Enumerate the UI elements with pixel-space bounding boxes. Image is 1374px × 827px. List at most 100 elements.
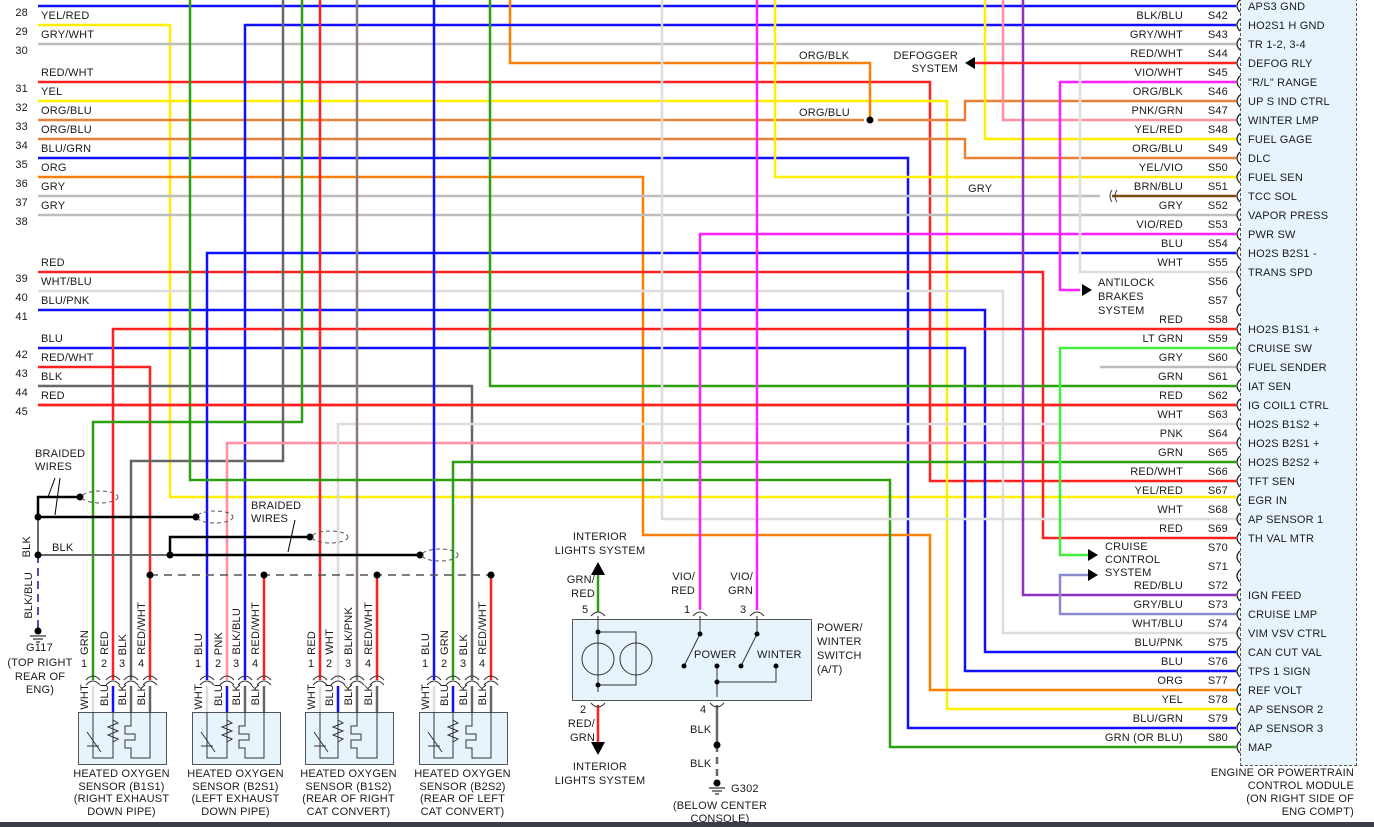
sensor-pin-connector-icon: [426, 675, 442, 686]
row-wire-label: BLK: [41, 371, 63, 383]
bulb-icon: [581, 642, 615, 676]
sensor-element-icon: [200, 731, 216, 753]
pcm-pin-connector-icon: [1236, 265, 1241, 279]
pcm-pin-number: S50: [1207, 162, 1228, 174]
pcm-pin-connector-icon: [1236, 322, 1241, 336]
pcm-pin-connector-icon: [1236, 94, 1241, 108]
sensor-wire-in-label: RED/WHT: [477, 602, 489, 655]
cruise-control-label: SYSTEM: [1105, 567, 1152, 579]
pcm-pin-function: HO2S B2S2 +: [1248, 457, 1320, 469]
wire-sensor1-grn: [91, 0, 304, 680]
row-pin-number: 43: [15, 368, 28, 380]
switch-pin-number: 1: [684, 604, 691, 616]
pcm-pin-number: S42: [1207, 10, 1228, 22]
braided-shield-wire-4: [168, 535, 310, 555]
pcm-wire-label: RED/WHT: [1130, 466, 1183, 478]
switch-contact-dot: [595, 629, 601, 635]
pcm-wire-label: YEL: [1161, 694, 1183, 706]
pcm-pin-number: S71: [1207, 561, 1228, 573]
pcm-pin-function: APS3 GND: [1248, 1, 1306, 13]
pcm-pin-number: S80: [1207, 732, 1228, 744]
braided-wires-label: BRAIDED: [251, 500, 302, 512]
splice-dot: [306, 533, 314, 541]
pcm-title: (ON RIGHT SIDE OF: [1246, 793, 1354, 805]
pcm-pin-function: FUEL SENDER: [1248, 362, 1327, 374]
cruise-arrow-icon: [1088, 569, 1098, 581]
switch-pin-connector-icon: [590, 611, 606, 617]
row-wire-label: BLU/PNK: [41, 295, 90, 307]
interior-lights-label: INTERIOR: [572, 761, 628, 773]
pcm-pin-number: S77: [1207, 675, 1228, 687]
pcm-wire-label: GRN: [1157, 447, 1183, 459]
pcm-pin-function: HO2S B1S1 +: [1248, 324, 1320, 336]
row-pin-number: 38: [15, 216, 28, 228]
wire-s63-wht: [336, 422, 1236, 680]
pcm-pin-function: TRANS SPD: [1248, 267, 1313, 279]
interior-lights-label: INTERIOR: [572, 531, 628, 543]
pcm-title: ENGINE OR POWERTRAIN: [1210, 767, 1354, 779]
pcm-pin-number: S45: [1207, 67, 1228, 79]
pcm-pin-number: S75: [1207, 637, 1228, 649]
sensor-wire-out-label: BLK: [477, 684, 489, 706]
pcm-pin-number: S61: [1207, 371, 1228, 383]
sensor-wire-in-label: GRN: [439, 629, 451, 655]
pcm-pin-number: S70: [1207, 542, 1228, 554]
pcm-title: CONTROL MODULE: [1247, 780, 1354, 792]
switch-wire-label: RED: [671, 585, 695, 597]
heater-resistor-icon: [319, 712, 345, 759]
wire-s45-vio-wht: [1058, 80, 1236, 292]
sensor-title: SENSOR (B1S2): [305, 780, 392, 793]
pcm-pin-connector-icon: [1236, 664, 1241, 678]
pcm-pin-number: S53: [1207, 219, 1228, 231]
pcm-wire-label: ORG/BLK: [1132, 86, 1183, 98]
row-pin-number: 42: [15, 349, 28, 361]
pcm-pin-connector-icon: [1236, 360, 1241, 374]
pcm-wire-label: WHT: [1157, 504, 1183, 516]
pcm-pin-connector-icon: [1236, 227, 1241, 241]
pcm-wire-label: BLU/GRN: [1132, 713, 1183, 725]
sensor-pin-connector-icon: [464, 675, 480, 686]
pcm-pin-number: S72: [1207, 580, 1228, 592]
pcm-wire-label: ORG: [1157, 675, 1183, 687]
pcm-pin-function: AP SENSOR 3: [1248, 723, 1324, 735]
sensor-pin-number: 4: [479, 658, 486, 670]
pcm-wire-label: GRN (OR BLU): [1104, 732, 1183, 744]
switch-title: SWITCH: [817, 650, 862, 662]
pcm-pin-function: CAN CUT VAL: [1248, 647, 1322, 659]
wire-s53-vio-red: [698, 232, 1236, 610]
pcm-wire-label: GRY/BLU: [1133, 599, 1183, 611]
sensor-element-icon: [427, 731, 443, 753]
pcm-wire-label: YEL/RED: [1134, 124, 1183, 136]
sensor-wire-out-label: BLK: [231, 684, 243, 706]
switch-wire-label: RED/: [567, 718, 595, 730]
pcm-pin-function: CRUISE LMP: [1248, 609, 1318, 621]
pcm-pin-connector-icon: [1236, 398, 1241, 412]
sensor-pin-connector-icon: [256, 675, 272, 686]
splice-dot: [713, 741, 721, 749]
pcm-pin-function: HO2S1 H GND: [1248, 20, 1325, 32]
pcm-title: ENG COMPT): [1281, 806, 1354, 818]
switch-pin-connector-icon: [749, 611, 765, 617]
org-blu-label: ORG/BLU: [799, 107, 850, 119]
sensor-wire-out-label: BLK: [136, 684, 148, 706]
switch-wire-label: VIO/: [730, 571, 753, 583]
row-wire-label: ORG/BLU: [41, 105, 92, 117]
wire-s72-red-blu: [1021, 0, 1236, 597]
sensor-wire-in-label: BLK: [458, 633, 470, 655]
switch-pin-number: 4: [700, 704, 707, 716]
sensor-title: (REAR OF LEFT: [419, 793, 506, 805]
pcm-wire-label: BLU/PNK: [1134, 637, 1183, 649]
ground-icon: [34, 627, 42, 635]
splice-dot: [34, 513, 42, 521]
pcm-pin-number: S79: [1207, 713, 1228, 725]
row-wire-label: BLU: [41, 333, 63, 345]
row-wire-label: GRY: [41, 181, 66, 193]
sensor-wire-in-label: PNK: [213, 631, 225, 655]
sensor-wire-in-label: BLK/PNK: [343, 607, 355, 655]
sensor-pin-number: 1: [195, 658, 202, 670]
sensor-pin-number: 3: [460, 658, 467, 670]
switch-title: POWER/: [817, 622, 863, 634]
pcm-wire-label: YEL/RED: [1134, 485, 1183, 497]
sensor-wire-in-label: WHT: [324, 629, 336, 655]
braided-wires-label: WIRES: [35, 461, 73, 473]
